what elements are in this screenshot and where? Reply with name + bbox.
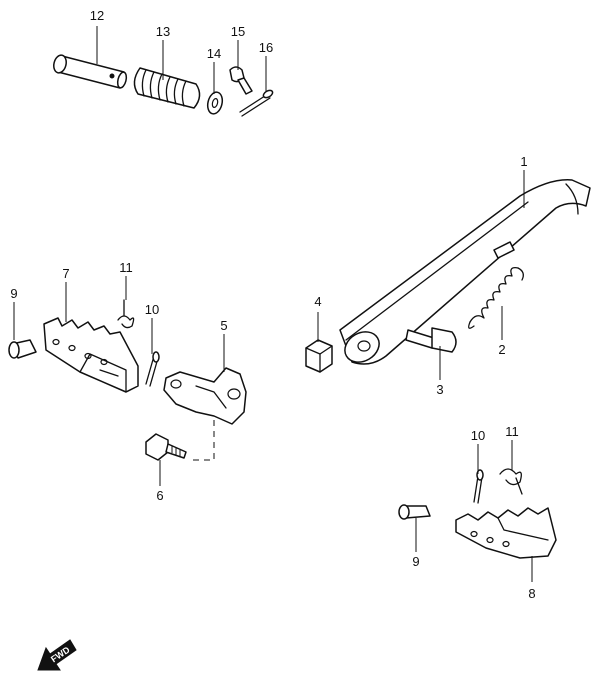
callout-15: 15 [231,24,245,39]
callout-13: 13 [156,24,170,39]
callout-9-right: 9 [412,554,419,569]
part-15-pin [229,66,253,95]
part-14-washer [206,91,224,115]
callout-9-left: 9 [10,286,17,301]
part-1-side-stand [339,179,591,365]
callout-11-left: 11 [119,260,133,275]
part-10-cotter-pin-right [473,469,484,504]
callout-4: 4 [314,294,321,309]
callout-12: 12 [90,8,104,23]
callout-1: 1 [520,154,527,169]
part-5-footrest-bracket [163,367,247,425]
part-9-footrest-pin-left [8,339,37,359]
callout-6: 6 [156,488,163,503]
callout-5: 5 [220,318,227,333]
part-7-footrest-left [43,317,139,393]
part-9-footrest-pin-right [398,504,431,520]
callout-3: 3 [436,382,443,397]
callout-11-right: 11 [505,424,519,439]
callout-7: 7 [62,266,69,281]
callout-10-left: 10 [145,302,159,317]
part-2-stand-spring [468,267,524,329]
callout-8: 8 [528,586,535,601]
part-11-footrest-spring-left [117,299,135,329]
part-3-stand-bolt [405,327,457,353]
part-6-bracket-bolt [145,433,187,461]
leader-lines [13,26,533,582]
callout-16: 16 [259,40,273,55]
part-8-footrest-right [455,507,557,559]
callout-10-right: 10 [471,428,485,443]
part-10-cotter-pin-left [145,351,160,387]
part-13-footrest-rubber [133,67,201,109]
fwd-arrow-icon: FWD [37,639,77,671]
part-4-nut [305,339,333,373]
callout-2: 2 [498,342,505,357]
callout-14: 14 [207,46,221,61]
part-12-footrest-shaft [53,54,128,89]
part-11-footrest-spring-right [499,468,523,495]
